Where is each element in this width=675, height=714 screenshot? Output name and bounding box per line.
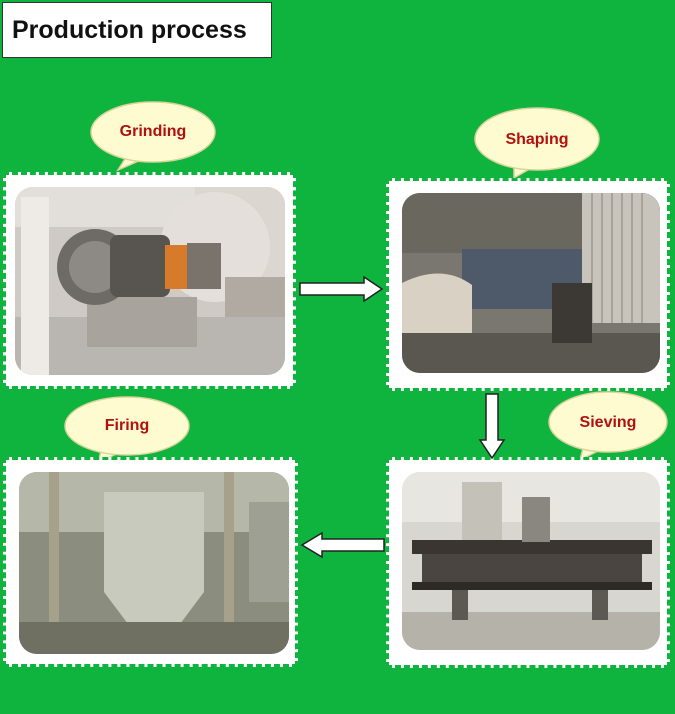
page-title: Production process bbox=[12, 16, 247, 45]
shaping-photo-frame bbox=[386, 178, 670, 391]
grinding-label: Grinding bbox=[88, 123, 218, 141]
grinding-machine-photo bbox=[15, 187, 285, 375]
arrow-right-icon bbox=[298, 276, 384, 302]
arrow-left-icon bbox=[300, 531, 386, 559]
shaping-label: Shaping bbox=[472, 131, 602, 149]
sieving-bubble: Sieving bbox=[546, 390, 670, 462]
grinding-bubble: Grinding bbox=[88, 100, 218, 172]
sieving-photo-frame bbox=[386, 457, 670, 668]
firing-label: Firing bbox=[62, 417, 192, 435]
sieving-label: Sieving bbox=[546, 414, 670, 432]
firing-kiln-photo bbox=[19, 472, 289, 654]
sieving-machine-photo bbox=[402, 472, 660, 650]
firing-bubble: Firing bbox=[62, 395, 192, 465]
title-box: Production process bbox=[2, 2, 272, 58]
grinding-photo-frame bbox=[3, 172, 296, 389]
arrow-down-icon bbox=[478, 392, 506, 460]
firing-photo-frame bbox=[3, 457, 298, 667]
shaping-bubble: Shaping bbox=[472, 106, 602, 180]
shaping-plant-photo bbox=[402, 193, 660, 373]
